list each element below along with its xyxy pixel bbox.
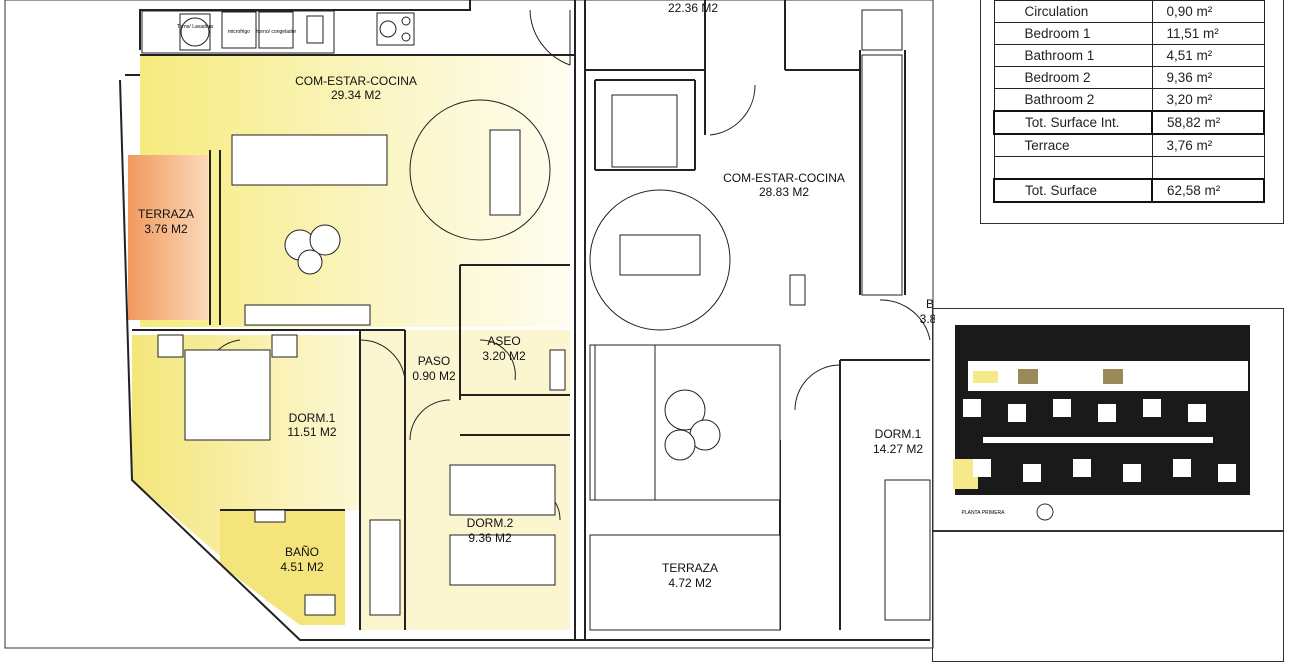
room-area-right-living: 28.83 M2 bbox=[759, 185, 809, 199]
room-area-left-toilet: 3.20 M2 bbox=[482, 349, 526, 363]
room-name-left-bedroom1: DORM.1 bbox=[289, 411, 336, 425]
room-area-left-terrace: 3.76 M2 bbox=[144, 222, 188, 236]
room-name-left-bathroom: BAÑO bbox=[285, 545, 319, 559]
room-area-left-living: 29.34 M2 bbox=[331, 88, 381, 102]
surface-table-row bbox=[993, 156, 1265, 180]
room-name-left-terrace: TERRAZA bbox=[138, 207, 194, 221]
room-area-left-hall: 0.90 M2 bbox=[412, 369, 456, 383]
row-value: 62,58 m² bbox=[1151, 178, 1265, 203]
room-area-right-partial: 3.8 bbox=[920, 312, 935, 326]
row-label: Bathroom 1 bbox=[993, 44, 1153, 67]
row-label: Bedroom 2 bbox=[993, 66, 1153, 89]
terrace-fill bbox=[128, 155, 208, 320]
row-label: Tot. Surface bbox=[993, 178, 1153, 203]
key-plan-title: PLANTA PRIMERA bbox=[962, 510, 1006, 516]
row-value: 9,36 m² bbox=[1151, 66, 1265, 89]
row-value: 58,82 m² bbox=[1151, 110, 1265, 135]
room-area-right-top: 22.36 M2 bbox=[668, 1, 718, 15]
row-value: 0,90 m² bbox=[1151, 0, 1265, 23]
room-name-left-bedroom2: DORM.2 bbox=[467, 516, 514, 530]
appliance-washer-label: Torno/ Lavadora bbox=[177, 24, 213, 30]
room-name-left-hall: PASO bbox=[418, 354, 450, 368]
row-label: Bathroom 2 bbox=[993, 88, 1153, 112]
row-value: 3,20 m² bbox=[1151, 88, 1265, 112]
room-area-left-bedroom2: 9.36 M2 bbox=[468, 531, 512, 545]
room-name-left-living: COM-ESTAR-COCINA bbox=[295, 74, 417, 88]
key-plan: PLANTA PRIMERA bbox=[953, 325, 1250, 521]
row-label bbox=[993, 156, 1153, 180]
key-plan-panel: PLANTA PRIMERA bbox=[932, 308, 1284, 532]
surface-table-row: Tot. Surface Int.58,82 m² bbox=[993, 110, 1265, 135]
row-value bbox=[1151, 156, 1265, 180]
room-area-right-terrace: 4.72 M2 bbox=[668, 576, 712, 590]
room-name-right-terrace: TERRAZA bbox=[662, 561, 718, 575]
room-name-right-bedroom1: DORM.1 bbox=[875, 427, 922, 441]
row-label: Bedroom 1 bbox=[993, 22, 1153, 45]
appliance-oven-label: horno/ congelador bbox=[256, 29, 297, 35]
room-area-left-bathroom: 4.51 M2 bbox=[280, 560, 324, 574]
surface-table-panel bbox=[980, 0, 1284, 224]
row-value: 11,51 m² bbox=[1151, 22, 1265, 45]
room-name-right-living: COM-ESTAR-COCINA bbox=[723, 171, 845, 185]
room-area-right-bedroom1: 14.27 M2 bbox=[873, 442, 923, 456]
room-name-right-partial: B bbox=[926, 297, 934, 311]
room-name-left-toilet: ASEO bbox=[487, 334, 520, 348]
blank-panel bbox=[932, 530, 1284, 662]
floor-plan: Torno/ Lavadora microfrigo horno/ congel… bbox=[4, 0, 935, 649]
row-value: 3,76 m² bbox=[1151, 133, 1265, 157]
appliance-micro-label: microfrigo bbox=[228, 29, 250, 35]
row-value: 4,51 m² bbox=[1151, 44, 1265, 67]
row-label: Terrace bbox=[993, 133, 1153, 157]
row-label: Circulation bbox=[993, 0, 1153, 23]
room-area-left-bedroom1: 11.51 M2 bbox=[287, 425, 336, 439]
row-label: Tot. Surface Int. bbox=[993, 110, 1153, 135]
